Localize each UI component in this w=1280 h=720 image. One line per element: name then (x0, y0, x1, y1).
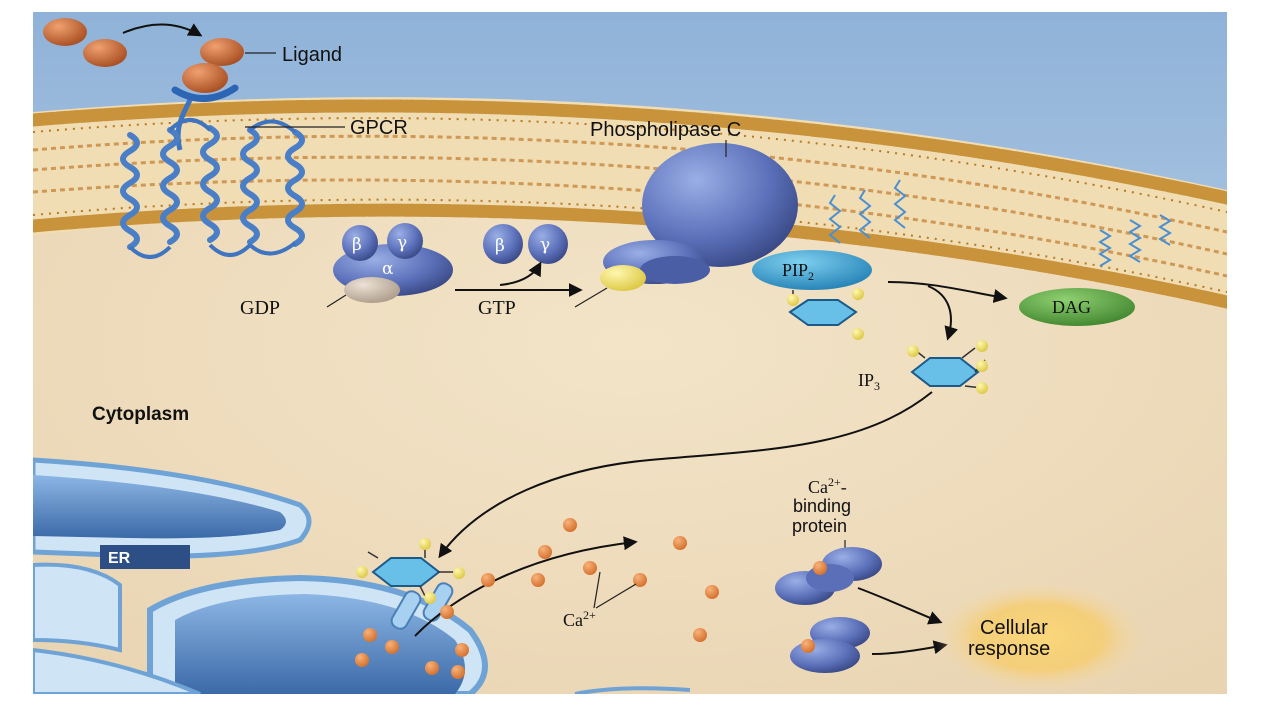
dag-label: DAG (1052, 297, 1091, 317)
inositol-ring (788, 299, 858, 326)
calcium-ions (355, 518, 719, 679)
ligand-molecule (43, 18, 87, 46)
phospholipase-c-label: Phospholipase C (590, 119, 741, 141)
ligand-molecule (200, 38, 244, 66)
plasma-membrane (33, 97, 1227, 309)
er-label: ER (108, 550, 131, 567)
gdp-molecule (344, 277, 400, 303)
calcium-binding-protein (775, 540, 882, 673)
calcium-label: Ca2+ (563, 608, 596, 630)
gtp-molecule (600, 265, 646, 291)
ip3-label: IP3 (858, 370, 880, 393)
endoplasmic-reticulum (33, 457, 691, 694)
dag-head (1019, 288, 1135, 326)
gamma-label: γ (397, 233, 407, 253)
g-protein-inactive (326, 223, 453, 308)
pip2-lipid (752, 179, 907, 340)
ligand-molecules (43, 18, 276, 93)
ligand-label: Ligand (282, 44, 342, 66)
g-beta-subunit (342, 225, 378, 261)
beta-label: β (352, 235, 362, 255)
cellular-response-label-line2: response (968, 638, 1050, 660)
cytoplasm-label: Cytoplasm (92, 404, 189, 425)
plc-enzyme (642, 143, 798, 267)
ligand-binding-arrow (122, 23, 203, 37)
pip2-label: PIP2 (782, 260, 814, 283)
response-arrow-upper (857, 587, 943, 625)
ip3-arrow (927, 285, 958, 341)
cellular-response-label-line1: Cellular (980, 617, 1048, 639)
ip3-to-er-arrow (438, 391, 933, 559)
ca-binding-label-line3: protein (792, 516, 847, 536)
free-gamma-label: γ (540, 235, 550, 255)
er-label-bg (100, 545, 190, 569)
alpha-label: α (382, 259, 394, 279)
dag-arrow (887, 281, 1008, 303)
ligand-molecule (83, 39, 127, 67)
g-beta-gamma-free (483, 224, 568, 286)
ligand-bound (182, 63, 228, 93)
gpcr-receptor (120, 84, 345, 259)
cellular-response-glow (935, 582, 1145, 692)
free-beta-label: β (495, 236, 505, 256)
ca-binding-label-line2: binding (793, 496, 851, 516)
cytoplasm-region (33, 110, 1227, 694)
gtp-label: GTP (478, 297, 516, 319)
calcium-release-arrow (414, 536, 638, 637)
gdp-label: GDP (240, 297, 280, 319)
dag-lipid (1019, 214, 1172, 326)
ca-binding-label-line1: Ca2+- (808, 475, 847, 497)
ip3-receptor-channel (356, 538, 465, 630)
ip3-molecule (907, 340, 988, 394)
phospholipase-c (574, 140, 798, 308)
pip2-head (752, 250, 872, 290)
gpcr-label: GPCR (350, 117, 408, 139)
g-gamma-subunit (387, 223, 423, 259)
